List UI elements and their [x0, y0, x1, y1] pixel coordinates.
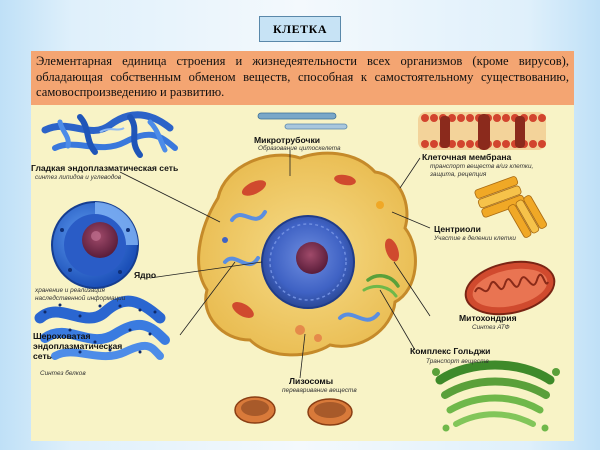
label-membrane: Клеточная мембрана: [422, 152, 512, 162]
label-smooth-er: Гладкая эндоплазматическая сеть: [31, 163, 179, 173]
label-mitochondria: Митохондрия: [459, 313, 517, 323]
label-nucleus: Ядро: [134, 270, 157, 280]
label-golgi-desc: Транспорт веществ: [426, 358, 489, 365]
label-nucleus-desc-1: хранение и реализация: [35, 287, 105, 294]
smooth-er-illustration: [41, 111, 178, 158]
label-microtubules-desc: Образование цитоскелета: [258, 145, 341, 152]
leader-lines: [119, 150, 431, 379]
cell-definition: Элементарная единица строения и жизнедея…: [31, 51, 574, 105]
label-smooth-er-desc: синтез липидов и углеводов: [35, 174, 122, 181]
label-rough-er-3: сеть: [33, 351, 52, 361]
label-rough-er-1: Шероховатая: [33, 331, 91, 341]
animal-cell-illustration: [197, 151, 417, 357]
centriole-illustration: [474, 176, 547, 238]
microtubule-illustration: [257, 112, 348, 130]
mitochondrion-illustration: [464, 260, 556, 316]
label-lysosomes-desc: переваривание веществ: [282, 387, 357, 394]
nucleus-illustration: [51, 201, 139, 289]
membrane-illustration: [418, 112, 546, 150]
label-mitochondria-desc: Синтез АТФ: [472, 324, 510, 331]
label-rough-er-2: эндоплазматическая: [33, 341, 123, 351]
golgi-illustration: [432, 360, 560, 432]
label-membrane-desc-1: транспорт веществ в/из клетки,: [430, 163, 534, 170]
label-microtubules: Микротрубочки: [254, 135, 321, 145]
page-title: КЛЕТКА: [259, 16, 341, 42]
label-rough-er-desc: Синтез белков: [40, 370, 86, 377]
label-centrioles: Центриоли: [434, 224, 481, 234]
label-membrane-desc-2: защита, рецепция: [430, 171, 487, 178]
rough-er-illustration: [34, 295, 170, 361]
lysosome-illustration: [234, 396, 353, 426]
label-lysosomes: Лизосомы: [289, 376, 334, 386]
label-golgi: Комплекс Гольджи: [410, 346, 491, 356]
label-nucleus-desc-2: наследственной информации: [35, 295, 126, 302]
label-centrioles-desc: Участие в делении клетки: [434, 235, 516, 242]
